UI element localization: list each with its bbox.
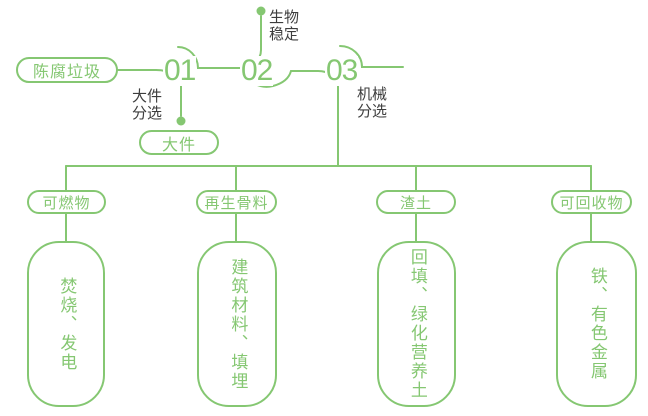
node-category-recyclable: 可回收物 — [551, 190, 632, 214]
node-source-aged-garbage: 陈腐垃圾 — [16, 57, 118, 83]
step-number-03: 03 — [325, 54, 358, 87]
label-bio-stabilization: 生物 稳定 — [269, 9, 299, 43]
result-text-slag-soil: 回填、绿化营养土 — [407, 248, 427, 400]
result-box-recyclable: 铁、有色金属 — [556, 241, 637, 407]
result-text-combustible: 焚烧、发电 — [57, 276, 77, 372]
result-box-combustible: 焚烧、发电 — [27, 241, 105, 407]
result-text-recycled-aggregate: 建筑材料、填埋 — [228, 257, 248, 391]
flow-line-step3-out — [339, 45, 404, 68]
bio-branch-endpoint-dot — [256, 6, 266, 16]
label-bulky-sorting-line1: 大件 — [132, 88, 163, 105]
result-box-recycled-aggregate: 建筑材料、填埋 — [197, 241, 277, 407]
label-bulky-sorting-line2: 分选 — [132, 105, 163, 122]
step-number-01: 01 — [163, 54, 196, 87]
step-number-02: 02 — [240, 54, 273, 87]
node-bulky-item: 大件 — [139, 130, 219, 155]
label-mechanical-sorting: 机械 分选 — [357, 86, 387, 120]
result-text-recyclable: 铁、有色金属 — [587, 267, 607, 381]
label-bulky-sorting: 大件 分选 — [132, 88, 162, 122]
node-category-recycled-aggregate: 再生骨料 — [196, 190, 277, 214]
node-category-combustible: 可燃物 — [27, 190, 106, 214]
label-bio-stabilization-line2: 稳定 — [269, 26, 300, 43]
label-mechanical-sorting-line1: 机械 — [357, 86, 388, 103]
result-box-slag-soil: 回填、绿化营养土 — [377, 241, 456, 407]
node-category-slag-soil: 渣土 — [376, 190, 456, 214]
flow-line-step1-to-step2 — [177, 46, 242, 69]
label-mechanical-sorting-line2: 分选 — [357, 103, 388, 120]
label-bio-stabilization-line1: 生物 — [269, 9, 300, 26]
bulky-branch-endpoint-dot — [176, 116, 186, 126]
